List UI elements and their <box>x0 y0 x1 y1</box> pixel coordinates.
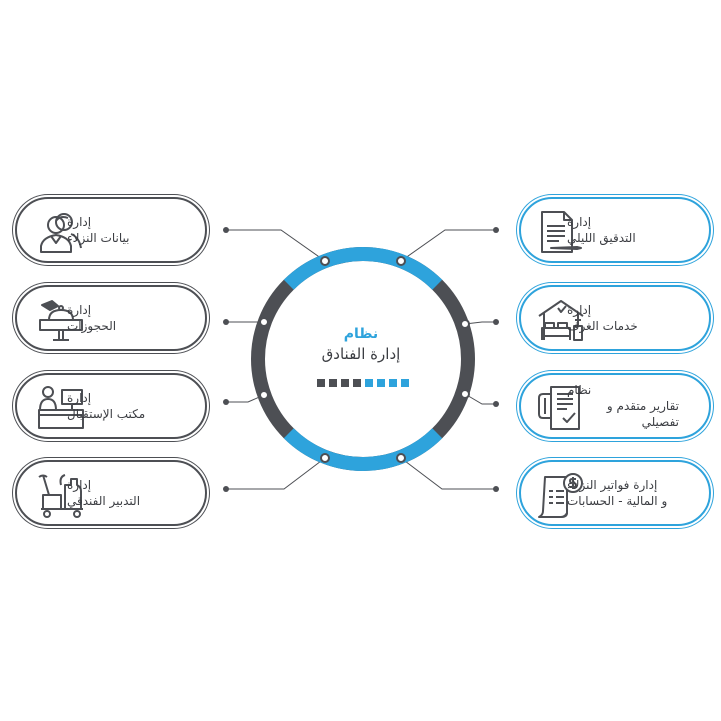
ring-dot-housekeeping <box>320 453 330 463</box>
progress-square-blue <box>365 379 373 387</box>
connector-guests <box>226 229 326 262</box>
module-front-desk-line2: مكتب الإستقبال <box>67 407 146 421</box>
cleaning-cart-icon <box>38 474 83 518</box>
module-reports[interactable]: نظام تقارير متقدم و تفصيلي <box>519 373 711 439</box>
connector-endpoint-housekeeping <box>223 486 229 492</box>
connector-endpoint-billing <box>493 486 499 492</box>
report-checklist-icon <box>538 386 580 430</box>
module-night-audit-line2: التدقيق الليلي <box>567 231 636 245</box>
connector-endpoint-front-desk <box>223 399 229 405</box>
ring-dot-front-desk <box>259 390 269 400</box>
ring-dot-billing <box>396 453 406 463</box>
progress-square-dark <box>341 379 349 387</box>
module-night-audit[interactable]: إدارة التدقيق الليلي <box>519 197 711 263</box>
progress-square-blue <box>389 379 397 387</box>
module-billing-line2: و المالية - الحسابات <box>567 494 668 508</box>
connector-endpoint-room-services <box>493 319 499 325</box>
module-room-services-line2: خدمات الغرف <box>567 319 638 333</box>
connector-billing <box>400 457 496 490</box>
invoice-dollar-icon <box>538 473 583 518</box>
ring-dots <box>259 256 470 463</box>
connector-lines <box>223 227 499 492</box>
progress-square-dark <box>329 379 337 387</box>
module-housekeeping[interactable]: إدارة التدبير الفندقي <box>15 460 207 526</box>
ring-dot-reports <box>460 389 470 399</box>
connector-housekeeping <box>226 457 326 490</box>
module-reports-line1: نظام <box>567 383 592 397</box>
center-subtitle: إدارة الفنادق <box>321 345 401 363</box>
front-desk-icon <box>38 386 84 429</box>
progress-square-blue <box>401 379 409 387</box>
module-night-audit-line1: إدارة <box>567 215 592 229</box>
module-reports-line2: تقارير متقدم و تفصيلي <box>606 399 679 429</box>
reception-bell-icon <box>39 300 83 341</box>
progress-square-blue <box>377 379 385 387</box>
module-guests-line2: بيانات النزلاء <box>67 231 130 245</box>
progress-square-dark <box>317 379 325 387</box>
connector-endpoint-guests <box>223 227 229 233</box>
ring-top-blue-arc <box>283 246 443 290</box>
module-front-desk[interactable]: إدارة مكتب الإستقبال <box>15 373 207 439</box>
module-billing-line1: إدارة فواتير النزلاء <box>567 478 658 492</box>
guests-icon <box>40 213 82 253</box>
module-room-services-line1: إدارة <box>567 303 592 317</box>
connector-endpoint-night-audit <box>493 227 499 233</box>
module-billing[interactable]: إدارة فواتير النزلاء و المالية - الحسابات <box>519 460 711 526</box>
connector-reports <box>464 393 496 405</box>
ring-bottom-blue-arc <box>283 428 443 472</box>
module-housekeeping-line2: التدبير الفندقي <box>67 494 141 508</box>
module-housekeeping-line1: إدارة <box>67 478 92 492</box>
ring-dot-guests <box>320 256 330 266</box>
connector-endpoint-reports <box>493 401 499 407</box>
module-guests[interactable]: إدارة بيانات النزلاء <box>15 197 207 263</box>
ring-dot-room-services <box>460 319 470 329</box>
center-title: نظام <box>343 326 379 342</box>
module-bookings-line1: إدارة <box>67 303 92 317</box>
connector-endpoint-bookings <box>223 319 229 325</box>
hotel-bed-icon <box>538 300 584 341</box>
module-bookings-line2: الحجوزات <box>67 319 117 333</box>
progress-square-dark <box>353 379 361 387</box>
ring-dot-bookings <box>259 317 269 327</box>
module-guests-line1: إدارة <box>67 215 92 229</box>
progress-squares <box>317 379 417 389</box>
module-room-services[interactable]: إدارة خدمات الغرف <box>519 285 711 351</box>
module-front-desk-line1: إدارة <box>67 391 92 405</box>
module-bookings[interactable]: إدارة الحجوزات <box>15 285 207 351</box>
connector-night-audit <box>400 229 496 262</box>
ring-dot-night-audit <box>396 256 406 266</box>
document-pen-icon <box>541 211 582 253</box>
connector-room-services <box>464 321 496 325</box>
